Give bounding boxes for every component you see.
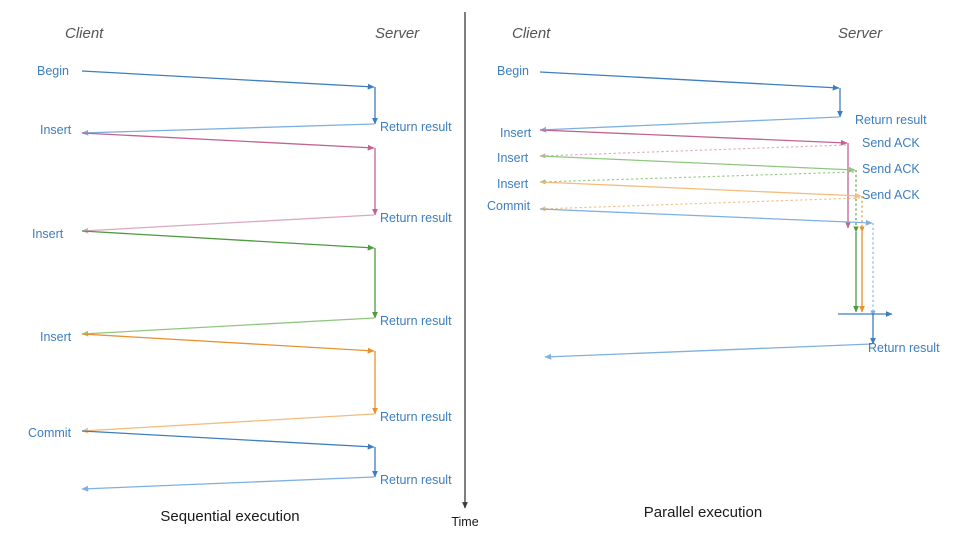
arrows-parallel (539, 71, 893, 360)
message-label-sequential-5: Return result (380, 314, 452, 328)
arrow-begin-request (539, 71, 840, 91)
message-label-parallel-7: Send ACK (862, 188, 920, 202)
message-label-sequential-0: Begin (37, 64, 69, 78)
message-label-parallel-4: Insert (497, 151, 529, 165)
message-label-sequential-4: Insert (32, 227, 64, 241)
message-label-parallel-0: Begin (497, 64, 529, 78)
message-label-parallel-9: Return result (868, 341, 940, 355)
arrow-insert1-request (81, 132, 375, 151)
lifeline-label-server: Server (838, 25, 883, 42)
message-label-sequential-8: Commit (28, 426, 72, 440)
message-label-sequential-9: Return result (380, 473, 452, 487)
arrow-insert3-request (539, 181, 862, 199)
message-label-sequential-7: Return result (380, 410, 452, 424)
message-label-parallel-8: Commit (487, 199, 531, 213)
message-label-parallel-2: Insert (500, 126, 532, 140)
message-label-parallel-1: Return result (855, 113, 927, 127)
arrow-begin-response (539, 116, 840, 133)
message-label-parallel-3: Send ACK (862, 136, 920, 150)
arrow-commit-request (81, 430, 375, 450)
arrow-begin-response (81, 123, 375, 136)
lifeline-label-client: Client (512, 25, 551, 42)
message-label-sequential-2: Insert (40, 123, 72, 137)
time-axis-layer: Time (451, 12, 479, 529)
arrow-insert2-response (81, 317, 375, 337)
message-label-parallel-6: Insert (497, 177, 529, 191)
lifeline-label-server: Server (375, 25, 420, 42)
arrow-insert2-request (539, 155, 856, 173)
arrow-commit-response (81, 476, 375, 492)
arrow-insert2-ack (539, 171, 855, 185)
lifeline-label-client: Client (65, 25, 104, 42)
arrow-insert2-request (81, 230, 375, 251)
arrow-insert1-response (81, 214, 375, 234)
arrow-insert3-request (81, 333, 375, 354)
arrow-insert3-response (81, 413, 375, 434)
time-axis-label: Time (451, 515, 478, 529)
panel-caption-sequential: Sequential execution (160, 508, 299, 525)
arrow-insert1-request (539, 129, 848, 146)
arrow-commit-request (539, 208, 873, 226)
message-label-sequential-6: Insert (40, 330, 72, 344)
arrows-sequential (81, 70, 378, 492)
arrow-insert3-ack (539, 197, 861, 212)
arrow-insert1-ack (539, 144, 847, 159)
arrow-final-response (544, 343, 873, 360)
panel-caption-parallel: Parallel execution (644, 504, 762, 521)
arrow-begin-request (81, 70, 375, 90)
message-label-parallel-5: Send ACK (862, 162, 920, 176)
message-label-sequential-3: Return result (380, 211, 452, 225)
message-label-sequential-1: Return result (380, 120, 452, 134)
